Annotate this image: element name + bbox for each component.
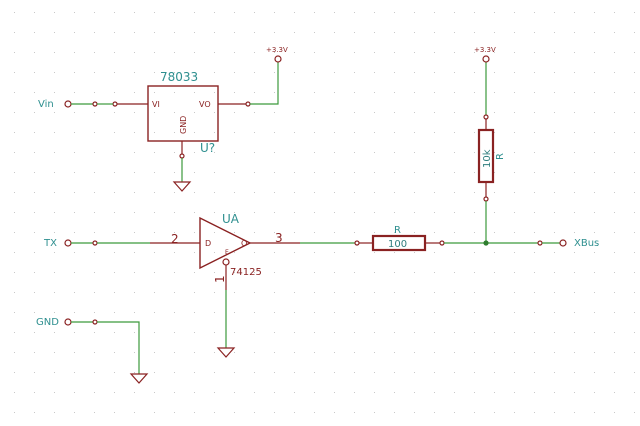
- regulator-pin-gnd-label: GND: [179, 116, 188, 134]
- tx-label: TX: [43, 238, 57, 249]
- buffer-pin-out-num: 3: [275, 231, 283, 245]
- resistor-pullup[interactable]: +3.3V 10k R: [474, 46, 506, 243]
- regulator-name: 78033: [160, 70, 198, 84]
- tx-connector: [64, 239, 72, 247]
- reg-gnd-net[interactable]: [172, 158, 192, 192]
- resistor-series-ref: R: [394, 225, 401, 236]
- gnd-connector: [64, 318, 72, 326]
- buffer-pin-en-label: E: [225, 249, 229, 256]
- regulator-gnd-pin-end: [179, 153, 185, 159]
- xbus-net[interactable]: XBus: [444, 238, 599, 249]
- buffer-enable-bubble: [222, 258, 230, 266]
- regulator-pin-in-label: VI: [152, 100, 160, 109]
- reg-ground-symbol: [172, 181, 192, 192]
- buffer-out-net[interactable]: [300, 240, 360, 246]
- buffer-pin-en-num: 1: [213, 275, 227, 283]
- vin-net[interactable]: Vin: [38, 99, 113, 110]
- xbus-junction: [483, 240, 489, 246]
- reg-out-net[interactable]: +3.3V: [250, 46, 288, 105]
- grid-dots: [14, 12, 635, 413]
- buffer-out-wire-end: [354, 240, 360, 246]
- regulator-pin-out-label: VO: [199, 100, 211, 109]
- gnd-label: GND: [36, 317, 59, 328]
- buffer-ref: UA: [222, 212, 240, 226]
- vin-label: Vin: [38, 99, 54, 110]
- power-right-symbol: [482, 55, 490, 63]
- vin-wire-end: [92, 101, 98, 107]
- buffer-pin-in-label: D: [205, 239, 211, 248]
- reg-out-wire: [250, 62, 279, 105]
- pullup-top-pin-end: [483, 114, 489, 120]
- power-left-symbol: [274, 55, 282, 63]
- pullup-ref: R: [495, 153, 506, 160]
- xbus-label: XBus: [574, 238, 599, 249]
- resistor-series[interactable]: R 100: [359, 225, 445, 252]
- gnd-wire-end: [92, 319, 98, 325]
- regulator-body: [147, 85, 219, 142]
- vin-connector: [64, 100, 72, 108]
- pullup-bottom-pin-end: [483, 196, 489, 202]
- buffer-pin-out-label: O: [241, 239, 247, 248]
- gnd-ground-symbol: [129, 373, 149, 384]
- regulator-ref: U?: [200, 141, 215, 155]
- power-left-label: +3.3V: [266, 46, 288, 54]
- buffer-en-gnd-net[interactable]: [216, 290, 236, 358]
- buffer-ground-symbol: [216, 347, 236, 358]
- resistor-series-pin-end: [439, 240, 445, 246]
- tx-wire-end: [92, 240, 98, 246]
- gnd-net[interactable]: GND: [36, 317, 149, 384]
- regulator-in-pin-end: [112, 101, 118, 107]
- buffer-74125[interactable]: UA D O E 74125 2 3 1: [150, 212, 300, 290]
- power-right-label: +3.3V: [474, 46, 496, 54]
- voltage-regulator[interactable]: 78033 VI VO GND U?: [112, 70, 251, 159]
- buffer-pin-in-num: 2: [171, 232, 179, 246]
- xbus-connector: [559, 239, 567, 247]
- resistor-series-value: 100: [388, 239, 407, 250]
- gnd-wire-2: [97, 321, 140, 374]
- xbus-wire-end: [537, 240, 543, 246]
- buffer-part: 74125: [230, 267, 262, 278]
- pullup-value: 10k: [482, 149, 493, 168]
- tx-net[interactable]: TX: [43, 238, 150, 249]
- regulator-out-pin-end: [245, 101, 251, 107]
